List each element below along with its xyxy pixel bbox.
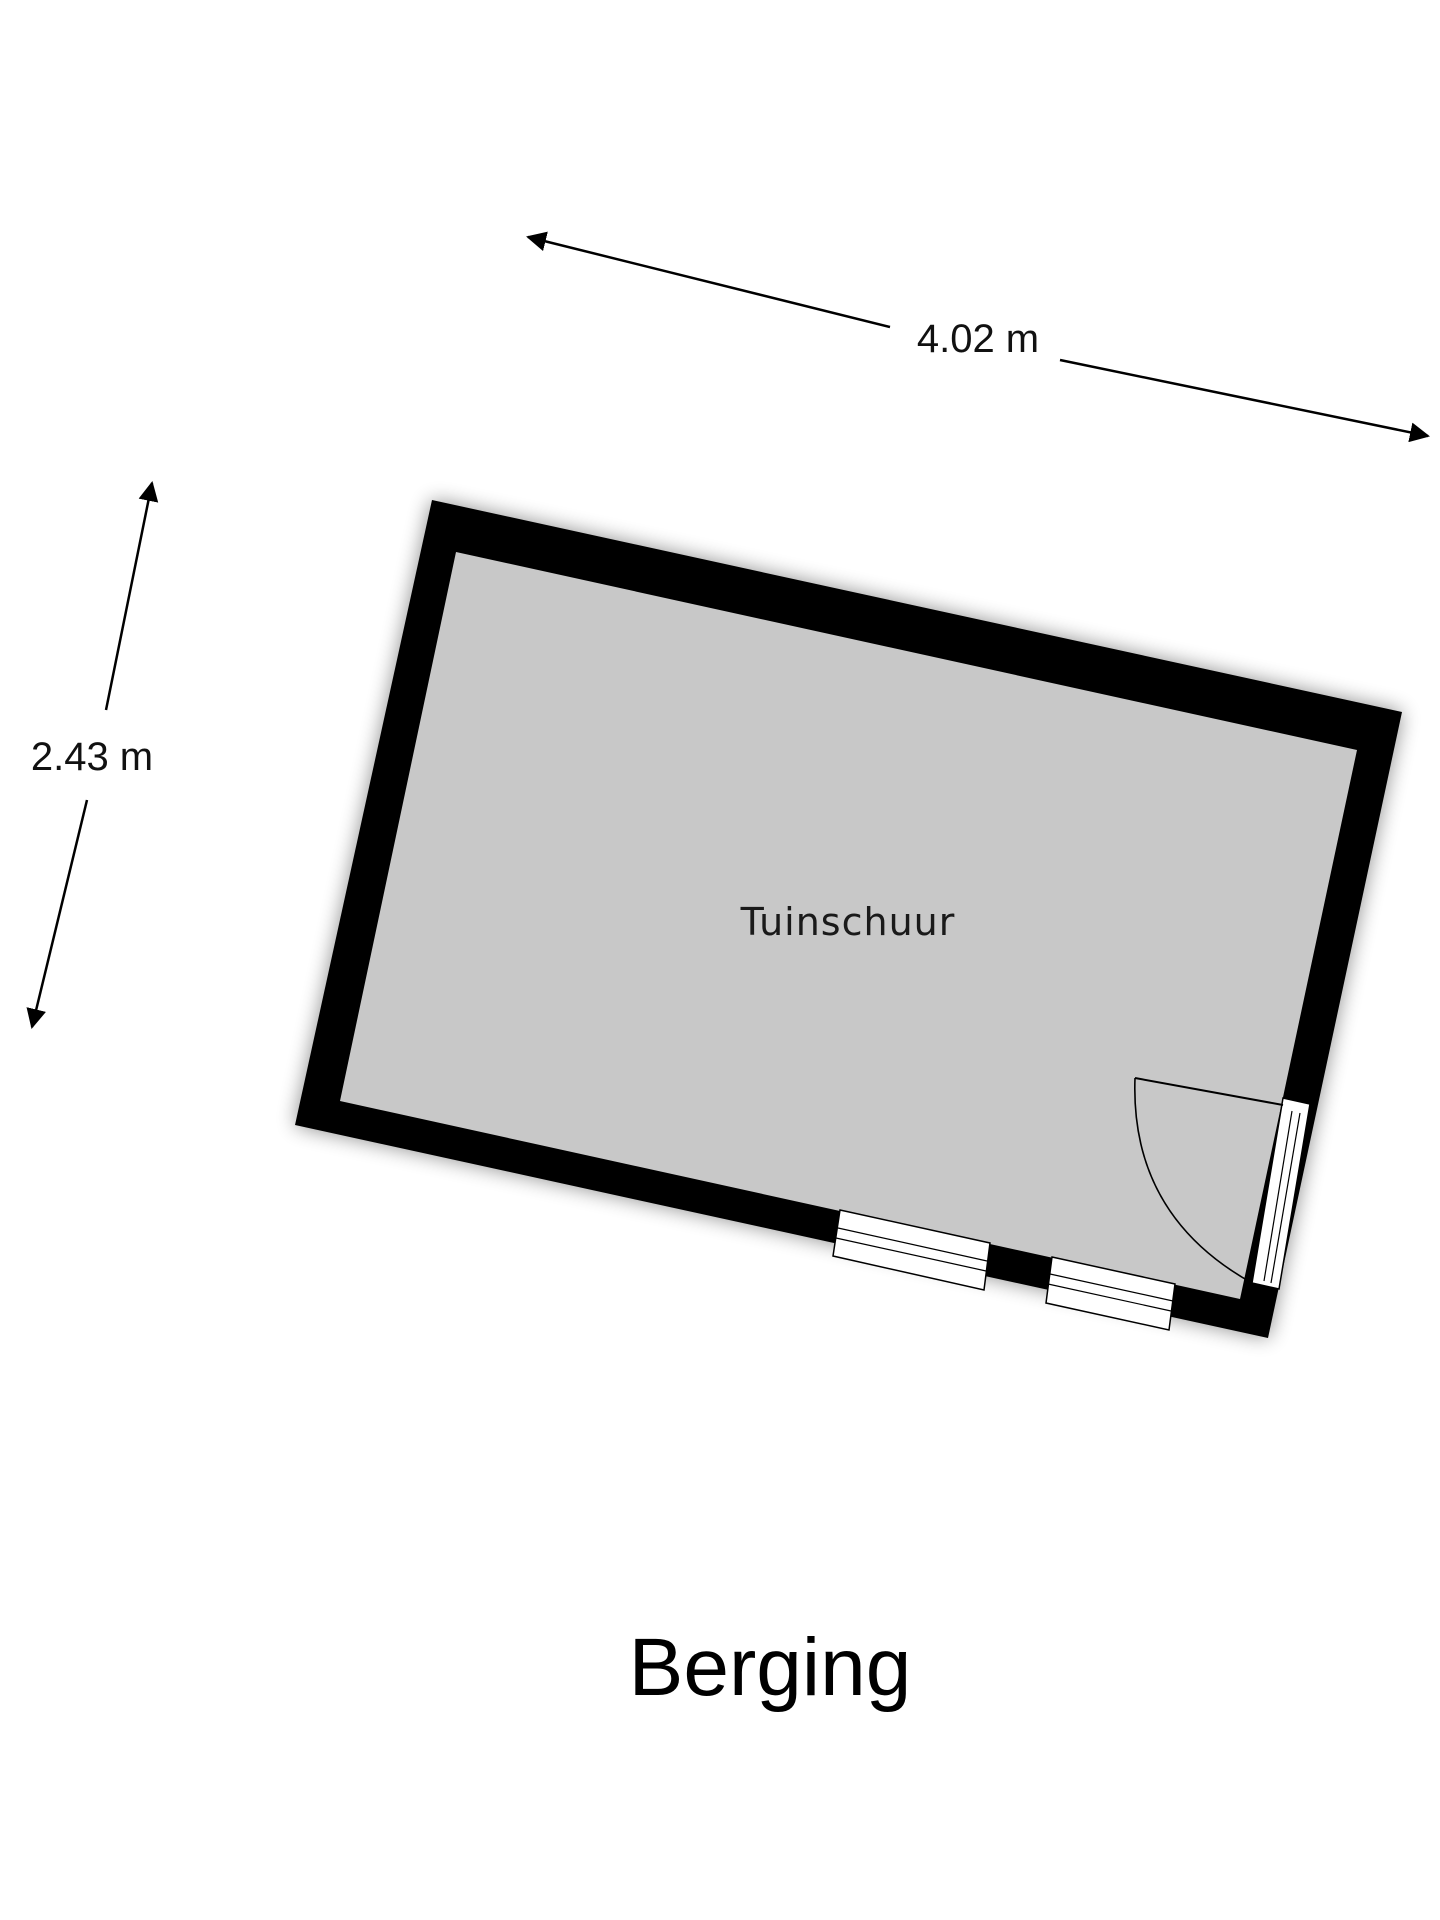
length-dimension-label: 4.02 m (917, 317, 1039, 361)
length-dimension: 4.02 m (526, 231, 1430, 443)
length-dimension-line-right (1059, 358, 1430, 443)
room-label: Tuinschuur (740, 900, 956, 944)
door-swing-arc (1134, 1077, 1253, 1284)
width-dimension-label: 2.43 m (31, 735, 153, 779)
shed-floor (340, 552, 1357, 1299)
width-dimension-line-bottom (26, 799, 89, 1029)
door-opening (1251, 1097, 1311, 1290)
width-dimension-line-top (104, 481, 159, 711)
length-dimension-line-left (526, 231, 891, 329)
door (1134, 1077, 1311, 1290)
door-leaf (1134, 1077, 1284, 1106)
window-right (1045, 1256, 1176, 1331)
window-left (832, 1209, 991, 1291)
width-dimension: 2.43 m (26, 481, 159, 1029)
plan-title: Berging (629, 1622, 912, 1713)
